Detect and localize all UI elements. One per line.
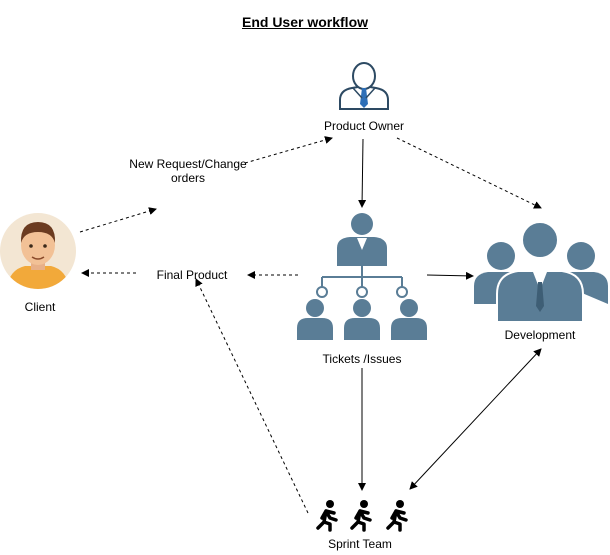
sprint-team-icon [316,500,408,532]
edge-sprint-team-to-final-product [195,278,309,514]
development-team-icon [474,221,608,323]
tickets-label: Tickets /Issues [322,352,402,366]
tickets-hierarchy-icon [297,213,427,340]
edge-tickets-to-development [426,271,474,280]
product-owner-label: Product Owner [323,119,405,133]
edge-development-sprint-team [409,348,542,490]
new-request-label-line2: orders [170,171,205,185]
edge-request-to-product-owner [244,136,333,164]
sprint-team-label: Sprint Team [328,537,392,551]
edge-client-to-request [79,207,157,233]
edge-product-owner-to-development [396,137,542,209]
edge-product-owner-to-tickets [358,138,367,208]
development-label: Development [504,328,576,342]
product-owner-icon [339,62,389,110]
edges [79,136,542,514]
new-request-label-line1: New Request/Change [129,157,247,171]
diagram-title: End User workflow [241,14,369,30]
client-avatar-icon [0,213,76,289]
client-label: Client [24,300,56,314]
final-product-label: Final Product [156,268,228,282]
